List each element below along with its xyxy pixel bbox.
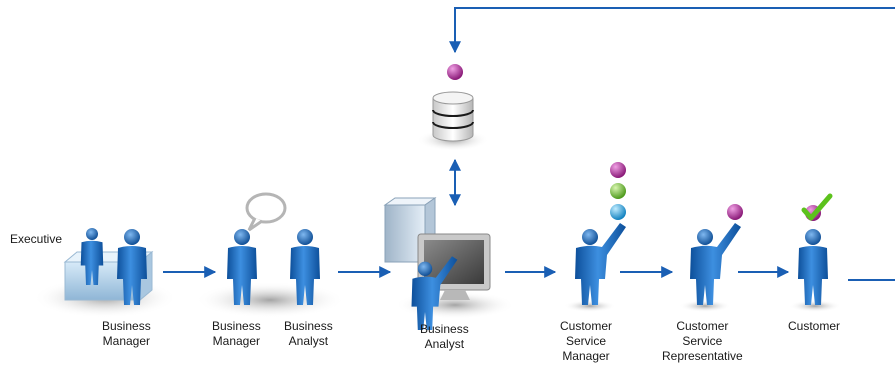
csr-label-line2: Service	[682, 334, 723, 348]
csm-shadow	[564, 300, 616, 312]
csm-label-line3: Manager	[562, 349, 610, 363]
business-analyst-2-label-line2: Analyst	[424, 337, 465, 351]
csr-shadow	[679, 300, 731, 312]
csr-label-line3: Representative	[662, 349, 743, 363]
csm-label-line2: Service	[566, 334, 607, 348]
feedback-loop-connector	[449, 7, 895, 281]
customer-label: Customer	[788, 319, 841, 333]
csr-label-line1: Customer	[676, 319, 729, 333]
speech-bubble-icon	[245, 192, 287, 232]
business-manager-2-label-line2: Manager	[212, 334, 261, 348]
business-analyst-1-label-line1: Business	[284, 319, 333, 333]
customer-person-icon	[798, 229, 828, 305]
data-token-magenta-csr	[727, 204, 743, 220]
customer-service-manager-label: Customer Service Manager	[560, 319, 612, 364]
business-analyst-2-label: Business Analyst	[420, 322, 469, 352]
executive-label: Executive	[10, 232, 63, 246]
data-token-cyan-csm	[610, 204, 626, 220]
data-token-magenta-csm	[610, 162, 626, 178]
customer-service-rep-person-icon	[690, 223, 741, 305]
checkmark-icon	[801, 193, 833, 221]
customer-shadow	[789, 300, 841, 312]
csm-label-line1: Customer	[560, 319, 613, 333]
business-manager-1-label-line2: Manager	[102, 334, 151, 348]
meeting-shadow	[195, 282, 345, 318]
business-manager-1-label: Business Manager	[102, 319, 151, 349]
business-manager-1-label-line1: Business	[102, 319, 151, 333]
data-token-green-csm	[610, 183, 626, 199]
business-analyst-2-label-line1: Business	[420, 322, 469, 336]
data-token-magenta-db	[447, 64, 463, 80]
customer-service-manager-person-icon	[575, 223, 626, 305]
business-manager-2-label: Business Manager	[212, 319, 261, 349]
business-manager-2-label-line1: Business	[212, 319, 261, 333]
business-analyst-1-label: Business Analyst	[284, 319, 333, 349]
customer-service-rep-label: Customer Service Representative	[662, 319, 743, 364]
database-icon	[432, 91, 474, 142]
business-analyst-1-label-line2: Analyst	[288, 334, 329, 348]
